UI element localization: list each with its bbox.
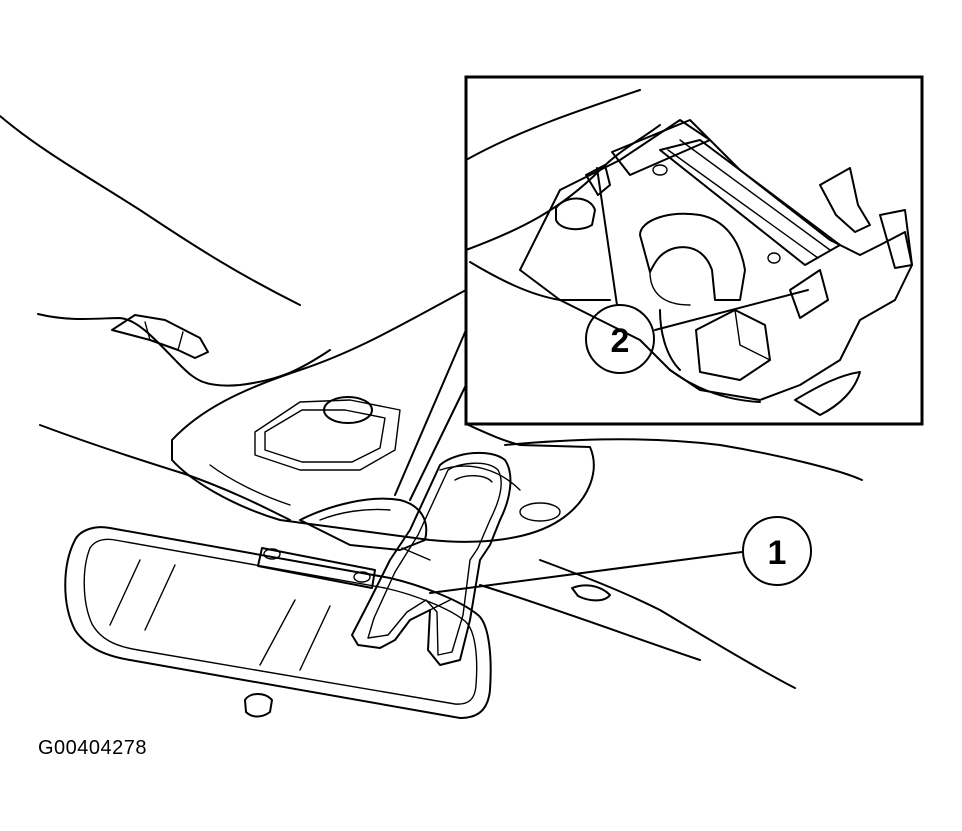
callout-1-circle [742,516,812,586]
rearview-mirror [64,526,492,719]
callout-1-number: 1 [768,534,787,572]
inset-leader [394,329,467,501]
mirror-mount-slot [257,547,376,589]
mirror-mount [299,451,512,666]
figure-id: G00404278 [38,737,148,759]
callout-1-leader [429,551,743,594]
detail-inset: 2 [464,75,924,426]
callout-2-leader-b [654,289,809,331]
headliner [0,115,863,689]
visor-clip-right [571,584,611,602]
callout-2-leader-a [596,167,618,306]
overhead-console [171,289,595,543]
visor-clip-left [111,314,209,359]
callout-2: 2 [585,167,809,374]
callout-2-circle [585,304,655,374]
callout-1: 1 [429,516,812,594]
callout-2-number: 2 [611,322,630,360]
